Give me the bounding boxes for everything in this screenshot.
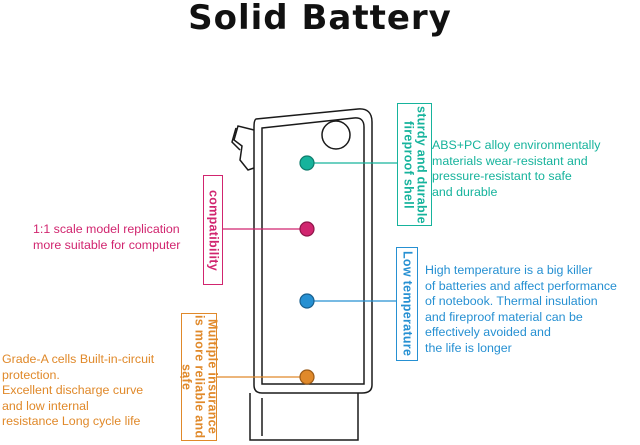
shell-label-box: sturdy and durable fireproof shell xyxy=(397,103,432,226)
shell-desc-line: materials wear-resistant and xyxy=(432,153,588,168)
insurance-desc-line: and low internal xyxy=(2,398,89,413)
temp-desc-line: of notebook. Thermal insulation xyxy=(425,294,598,308)
compat-label-box: compatibility xyxy=(203,175,223,285)
shell-description: ABS+PC alloy environmentally materials w… xyxy=(432,138,600,200)
temp-description: High temperature is a big killer of batt… xyxy=(425,263,617,356)
temp-desc-line: the life is longer xyxy=(425,340,512,355)
compat-label: compatibility xyxy=(206,189,221,271)
temp-label-box: Low temperature xyxy=(396,247,418,361)
shell-desc-line: and durable xyxy=(432,184,498,199)
temp-label: Low temperature xyxy=(400,251,415,357)
insurance-label-box: Multiple insurance is more reliable and … xyxy=(179,313,220,441)
insurance-description: Grade-A cells Built-in-circuit protectio… xyxy=(2,352,154,430)
temp-dot xyxy=(299,293,315,309)
insurance-desc-line: resistance Long cycle life xyxy=(2,414,141,428)
insurance-dot xyxy=(299,369,315,385)
insurance-label: Multiple insurance is more reliable and … xyxy=(179,315,220,439)
compat-desc-line: 1:1 scale model replication xyxy=(33,222,180,236)
compat-dot xyxy=(299,221,315,237)
shell-dot xyxy=(299,155,315,171)
shell-desc-line: pressure-resistant to safe xyxy=(432,169,572,183)
shell-desc-line: ABS+PC alloy environmentally xyxy=(432,138,601,152)
temp-desc-line: effectively avoided and xyxy=(425,325,551,339)
temp-desc-line: and fireproof material can be xyxy=(425,309,583,324)
insurance-desc-line: protection. xyxy=(2,367,60,382)
temp-desc-line: High temperature is a big killer xyxy=(425,263,593,277)
battery-outline xyxy=(231,108,373,441)
shell-label: sturdy and durable fireproof shell xyxy=(401,105,429,224)
compat-desc-line: more suitable for computer xyxy=(33,237,181,252)
insurance-desc-line: Grade-A cells Built-in-circuit xyxy=(2,352,155,366)
insurance-desc-line: Excellent discharge curve xyxy=(2,383,144,397)
compat-description: 1:1 scale model replication more suitabl… xyxy=(33,222,180,253)
page-title: Solid Battery xyxy=(188,0,452,38)
temp-desc-line: of batteries and affect performance xyxy=(425,278,617,293)
